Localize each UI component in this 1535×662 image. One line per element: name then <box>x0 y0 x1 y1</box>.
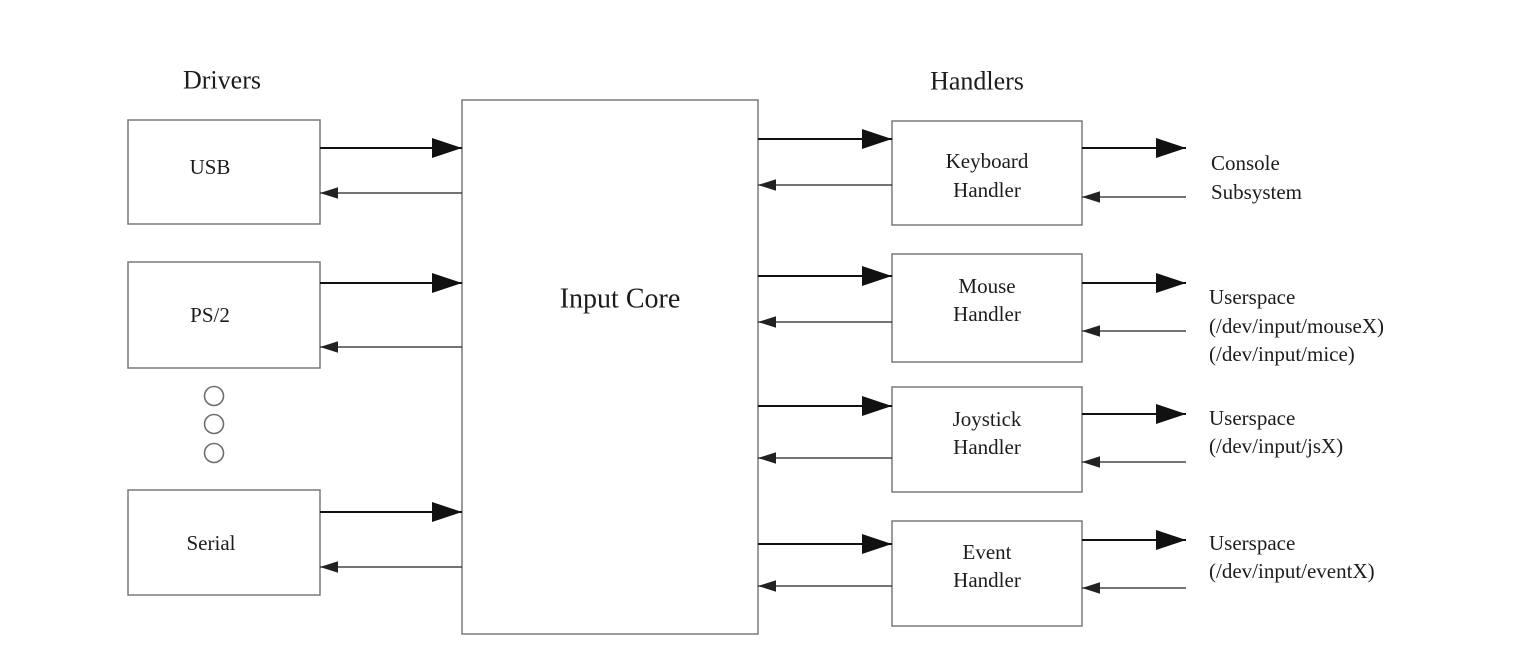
output-joystick-line2: (/dev/input/jsX) <box>1209 434 1343 458</box>
handler-box-mouse: Mouse Handler <box>891 253 1083 363</box>
handler-label-keyboard-line1: Keyboard <box>946 149 1029 173</box>
output-mouse-line1: Userspace <box>1209 285 1295 309</box>
input-core-label: Input Core <box>560 284 681 315</box>
output-event-line1: Userspace <box>1209 531 1295 555</box>
output-label-joystick-userspace: Userspace (/dev/input/jsX) <box>1209 406 1343 458</box>
output-event-line2: (/dev/input/eventX) <box>1209 559 1375 583</box>
driver-box-serial: Serial <box>127 489 321 596</box>
handler-box-keyboard: Keyboard Handler <box>891 120 1083 226</box>
driver-label-ps2: PS/2 <box>190 303 230 327</box>
input-core-box: Input Core <box>461 99 759 635</box>
output-console-line1: Console <box>1211 151 1280 175</box>
output-console-line2: Subsystem <box>1211 180 1302 204</box>
driver-box-usb: USB <box>127 119 321 225</box>
output-mouse-line3: (/dev/input/mice) <box>1209 342 1355 366</box>
handler-box-event: Event Handler <box>891 520 1083 627</box>
handler-label-mouse-line1: Mouse <box>958 274 1015 298</box>
output-mouse-line2: (/dev/input/mouseX) <box>1209 314 1384 338</box>
handlers-heading: Handlers <box>930 67 1024 96</box>
output-joystick-line1: Userspace <box>1209 406 1295 430</box>
driver-box-ps2: PS/2 <box>127 261 321 369</box>
handler-label-keyboard-line2: Handler <box>953 178 1021 202</box>
forward-arrows <box>320 129 1186 554</box>
handler-label-mouse-line2: Handler <box>953 302 1021 326</box>
driver-label-serial: Serial <box>187 531 236 555</box>
drivers-heading: Drivers <box>183 66 261 95</box>
driver-label-usb: USB <box>190 155 231 179</box>
handler-box-joystick: Joystick Handler <box>891 386 1083 493</box>
handler-label-event-line2: Handler <box>953 568 1021 592</box>
output-label-mouse-userspace: Userspace (/dev/input/mouseX) (/dev/inpu… <box>1209 285 1384 366</box>
more-drivers-ellipsis-icon <box>203 385 225 464</box>
output-label-console: Console Subsystem <box>1211 151 1302 204</box>
output-label-event-userspace: Userspace (/dev/input/eventX) <box>1209 531 1375 583</box>
return-arrows <box>320 179 1186 594</box>
handler-label-joystick-line2: Handler <box>953 435 1021 459</box>
handler-label-joystick-line1: Joystick <box>953 407 1022 431</box>
handler-label-event-line1: Event <box>963 540 1012 564</box>
